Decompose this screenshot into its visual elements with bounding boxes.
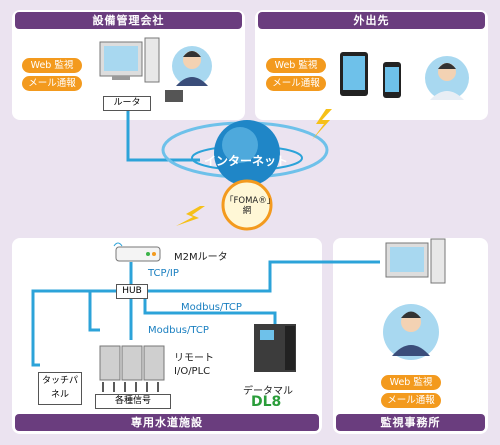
office-mail-alert-badge: メール通報 bbox=[381, 393, 441, 408]
office-computer-icon bbox=[385, 238, 446, 284]
touch-panel-box: タッチパネル bbox=[38, 372, 82, 405]
facility-panel-title: 専用水道施設 bbox=[15, 414, 319, 431]
lightning-icon-2 bbox=[176, 206, 205, 226]
lightning-icon bbox=[312, 109, 332, 140]
remote-io-plc-label: リモートI/O/PLC bbox=[174, 353, 214, 377]
foma-network-label: 「FOMA®」網 bbox=[225, 196, 276, 216]
m2m-router-icon bbox=[113, 242, 161, 262]
office-person-icon bbox=[383, 304, 439, 360]
outside-mail-alert-badge: メール通報 bbox=[266, 76, 326, 91]
hub-box: HUB bbox=[116, 284, 148, 299]
office-panel-title: 監視事務所 bbox=[336, 414, 485, 431]
mobile-person-icon bbox=[425, 56, 469, 100]
office-web-monitoring-badge: Web 監視 bbox=[381, 375, 441, 390]
management-panel-title: 設備管理会社 bbox=[15, 12, 242, 29]
dl8-label: DL8 bbox=[251, 394, 282, 410]
plc-rack-icon bbox=[99, 345, 165, 381]
operator-person-icon bbox=[165, 46, 212, 102]
web-monitoring-badge: Web 監視 bbox=[22, 58, 82, 73]
internet-label: インターネット bbox=[203, 154, 288, 168]
desktop-computer-icon bbox=[99, 37, 160, 83]
signals-box: 各種信号 bbox=[95, 394, 171, 409]
modbus-tcp-label-upper: Modbus/TCP bbox=[181, 302, 242, 313]
router-label: ルータ bbox=[103, 96, 151, 111]
internet-globe-icon bbox=[161, 120, 329, 186]
m2m-router-label: M2Mルータ bbox=[174, 252, 228, 263]
outside-web-monitoring-badge: Web 監視 bbox=[266, 58, 326, 73]
signal-arrows bbox=[102, 382, 159, 392]
modbus-tcp-label-lower: Modbus/TCP bbox=[148, 325, 209, 336]
tcp-ip-label: TCP/IP bbox=[148, 268, 179, 279]
dl8-device-icon bbox=[254, 324, 296, 372]
datamark-label: データマル bbox=[243, 386, 293, 397]
connection-lines bbox=[31, 110, 380, 367]
outside-panel-title: 外出先 bbox=[258, 12, 485, 29]
foma-network-icon bbox=[221, 179, 273, 231]
mail-alert-badge: メール通報 bbox=[22, 76, 82, 91]
